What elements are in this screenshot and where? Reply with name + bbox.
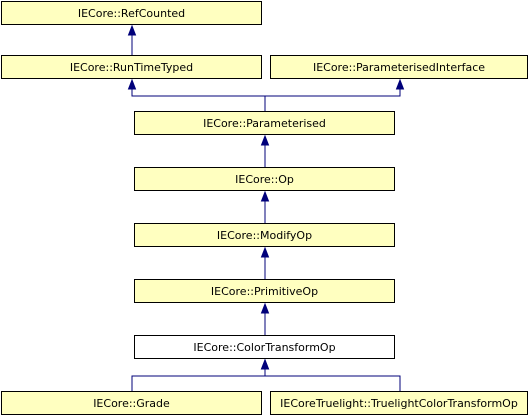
class-node-box — [270, 55, 528, 79]
edge-colortransformop-to-primitiveop — [260, 302, 270, 335]
class-node-runtimetyped[interactable]: IECore::RunTimeTyped — [1, 55, 262, 79]
arrowhead-icon — [260, 134, 270, 146]
class-node-box — [1, 1, 262, 25]
arrowhead-icon — [127, 78, 137, 90]
class-node-box — [1, 55, 262, 79]
edge-op-to-parameterised — [260, 134, 270, 167]
class-node-box — [134, 279, 395, 303]
class-node-label: IECore::PrimitiveOp — [211, 285, 318, 298]
arrowhead-icon — [260, 302, 270, 314]
class-node-op[interactable]: IECore::Op — [134, 167, 395, 191]
edge-runtimetyped-to-refcounted — [127, 24, 137, 55]
edge-truelight-to-colortransformop — [260, 358, 401, 391]
class-node-label: IECore::RunTimeTyped — [70, 61, 193, 74]
class-node-label: IECore::Op — [235, 173, 294, 186]
edge-parameterised-to-paraminterface — [264, 78, 405, 111]
edge-primitiveop-to-modifyop — [260, 246, 270, 279]
arrowhead-icon — [260, 190, 270, 202]
edge-line — [264, 360, 401, 391]
class-node-label: IECore::RefCounted — [78, 7, 185, 20]
class-node-refcounted[interactable]: IECore::RefCounted — [1, 1, 262, 25]
class-node-modifyop[interactable]: IECore::ModifyOp — [134, 223, 395, 247]
arrowhead-icon — [260, 358, 270, 370]
class-node-box — [134, 223, 395, 247]
class-node-label: IECoreTruelight::TruelightColorTransform… — [280, 397, 518, 410]
class-node-box — [1, 391, 262, 415]
edge-parameterised-to-runtimetyped — [127, 78, 266, 111]
edges-layer — [127, 24, 405, 391]
arrowhead-icon — [260, 246, 270, 258]
arrowhead-icon — [395, 78, 405, 90]
class-node-box — [270, 391, 528, 415]
class-node-label: IECore::Parameterised — [203, 117, 326, 130]
class-node-label: IECore::ParameterisedInterface — [313, 61, 485, 74]
edge-modifyop-to-op — [260, 190, 270, 223]
edge-line — [264, 80, 401, 111]
class-node-truelight[interactable]: IECoreTruelight::TruelightColorTransform… — [270, 391, 528, 415]
class-node-label: IECore::Grade — [93, 397, 170, 410]
edge-line — [131, 80, 266, 111]
class-node-box — [134, 335, 395, 359]
edge-grade-to-colortransformop — [131, 358, 270, 391]
edge-line — [131, 360, 266, 391]
arrowhead-icon — [127, 24, 137, 36]
class-node-box — [134, 167, 395, 191]
class-node-label: IECore::ModifyOp — [217, 229, 312, 242]
class-node-parameterised[interactable]: IECore::Parameterised — [134, 111, 395, 135]
class-node-box — [134, 111, 395, 135]
class-node-paraminterface[interactable]: IECore::ParameterisedInterface — [270, 55, 528, 79]
class-node-colortransformop: IECore::ColorTransformOp — [134, 335, 395, 359]
class-node-label: IECore::ColorTransformOp — [193, 341, 335, 354]
class-node-grade[interactable]: IECore::Grade — [1, 391, 262, 415]
class-node-primitiveop[interactable]: IECore::PrimitiveOp — [134, 279, 395, 303]
